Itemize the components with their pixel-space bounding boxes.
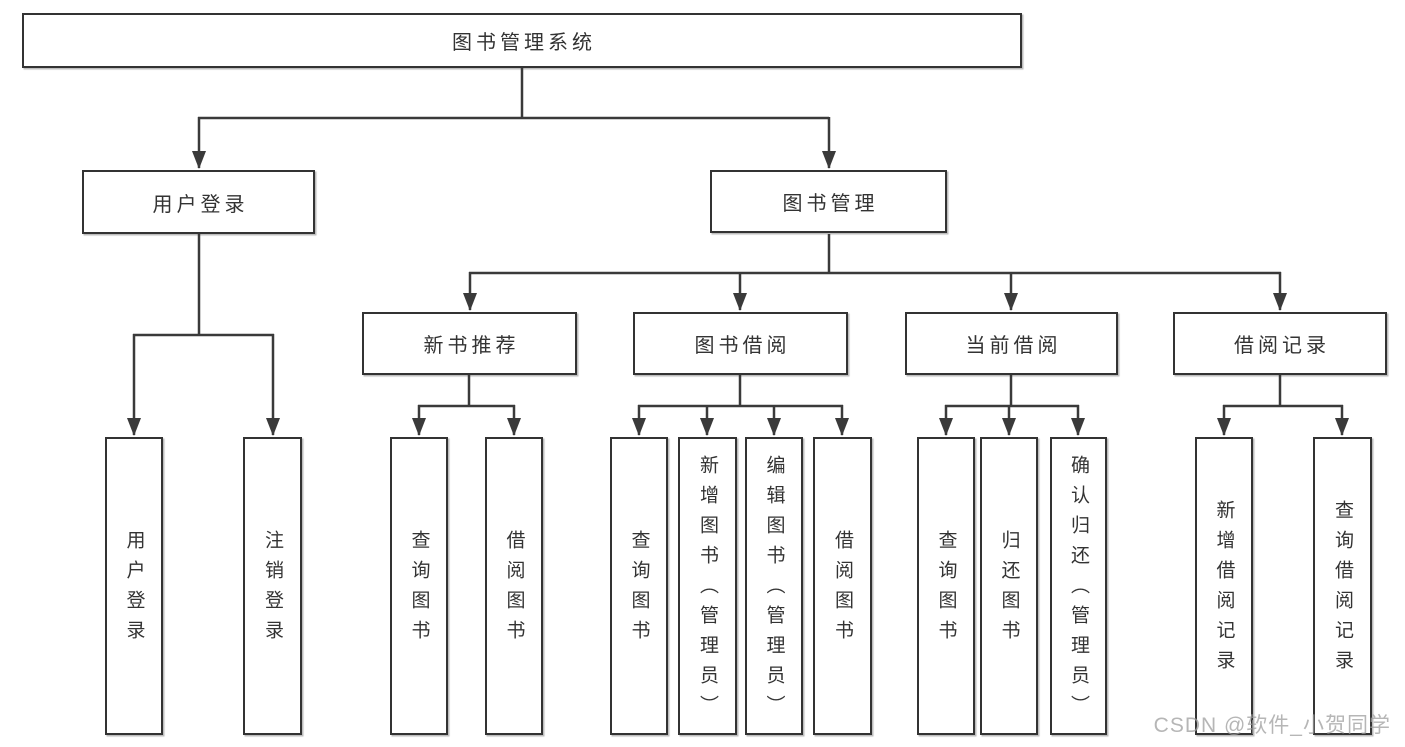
- leaf-return-book: 归还图书: [980, 437, 1038, 735]
- node-book-management-label: 图书管理: [782, 193, 879, 215]
- leaf-borrow-book-recommend: 借阅图书: [485, 437, 543, 735]
- leaf-borrow-book-recommend-label: 借阅图书: [503, 530, 525, 650]
- leaf-add-book-admin: 新增图书（管理员）: [678, 437, 737, 735]
- leaf-return-book-label: 归还图书: [998, 530, 1020, 650]
- leaf-query-book-current-label: 查询图书: [935, 530, 957, 650]
- node-current-borrow-label: 当前借阅: [965, 335, 1062, 357]
- leaf-add-borrow-record-label: 新增借阅记录: [1213, 500, 1235, 680]
- leaf-logout: 注销登录: [243, 437, 302, 735]
- leaf-edit-book-admin: 编辑图书（管理员）: [745, 437, 803, 735]
- leaf-edit-book-admin-label: 编辑图书（管理员）: [763, 455, 785, 725]
- leaf-query-borrow-record: 查询借阅记录: [1313, 437, 1372, 735]
- leaf-query-book-borrow-label: 查询图书: [628, 530, 650, 650]
- leaf-confirm-return-admin-label: 确认归还（管理员）: [1068, 455, 1089, 725]
- leaf-user-login-label: 用户登录: [123, 530, 145, 650]
- leaf-add-book-admin-label: 新增图书（管理员）: [697, 455, 718, 725]
- node-new-book-recommend-label: 新书推荐: [423, 335, 520, 357]
- leaf-query-book-current: 查询图书: [917, 437, 975, 735]
- node-borrow-records: 借阅记录: [1173, 312, 1387, 375]
- node-new-book-recommend: 新书推荐: [362, 312, 577, 375]
- csdn-watermark: CSDN @软件_小贺同学: [1153, 714, 1391, 737]
- node-book-borrow: 图书借阅: [633, 312, 848, 375]
- leaf-query-book-recommend-label: 查询图书: [408, 530, 430, 650]
- leaf-query-borrow-record-label: 查询借阅记录: [1332, 500, 1353, 680]
- leaf-borrow-book: 借阅图书: [813, 437, 872, 735]
- node-book-borrow-label: 图书借阅: [694, 335, 791, 357]
- node-root-label: 图书管理系统: [452, 32, 596, 54]
- leaf-query-book-borrow: 查询图书: [610, 437, 668, 735]
- node-user-login-label: 用户登录: [152, 193, 249, 216]
- leaf-logout-label: 注销登录: [262, 530, 283, 650]
- node-root: 图书管理系统: [22, 13, 1022, 68]
- node-borrow-records-label: 借阅记录: [1234, 335, 1330, 357]
- node-user-login: 用户登录: [82, 170, 315, 234]
- node-book-management: 图书管理: [710, 170, 947, 233]
- leaf-user-login: 用户登录: [105, 437, 163, 735]
- leaf-add-borrow-record: 新增借阅记录: [1195, 437, 1253, 735]
- leaf-confirm-return-admin: 确认归还（管理员）: [1050, 437, 1107, 735]
- leaf-query-book-recommend: 查询图书: [390, 437, 448, 735]
- leaf-borrow-book-label: 借阅图书: [832, 530, 853, 650]
- node-current-borrow: 当前借阅: [905, 312, 1118, 375]
